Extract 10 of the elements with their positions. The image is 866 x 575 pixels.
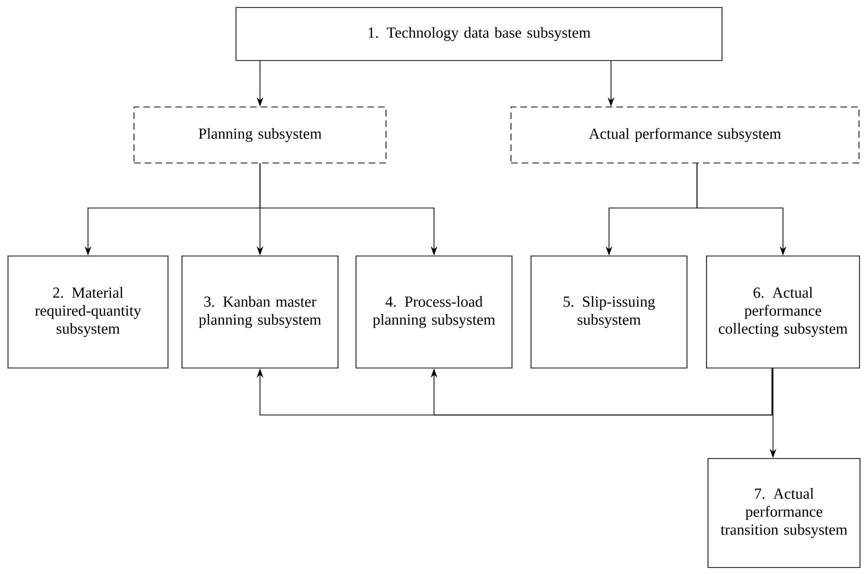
- subsystem-box: 6. Actual performance collecting subsystem: [706, 256, 860, 368]
- subsystem-box: 3. Kanban master planning subsystem: [182, 256, 338, 368]
- arrow: [430, 368, 772, 416]
- subsystem-box: 1. Technology data base subsystem: [236, 7, 722, 61]
- subsystem-box: 7. Actual performance transition subsystem: [708, 458, 860, 568]
- subsystem-group-box: Actual performance subsystem: [510, 106, 860, 164]
- subsystem-box: 2. Material required-quantity subsystem: [8, 256, 168, 368]
- subsystem-box: 4. Process-load planning subsystem: [356, 256, 512, 368]
- subsystem-box: 5. Slip-issuing subsystem: [530, 256, 688, 368]
- subsystem-group-box: Planning subsystem: [134, 106, 386, 164]
